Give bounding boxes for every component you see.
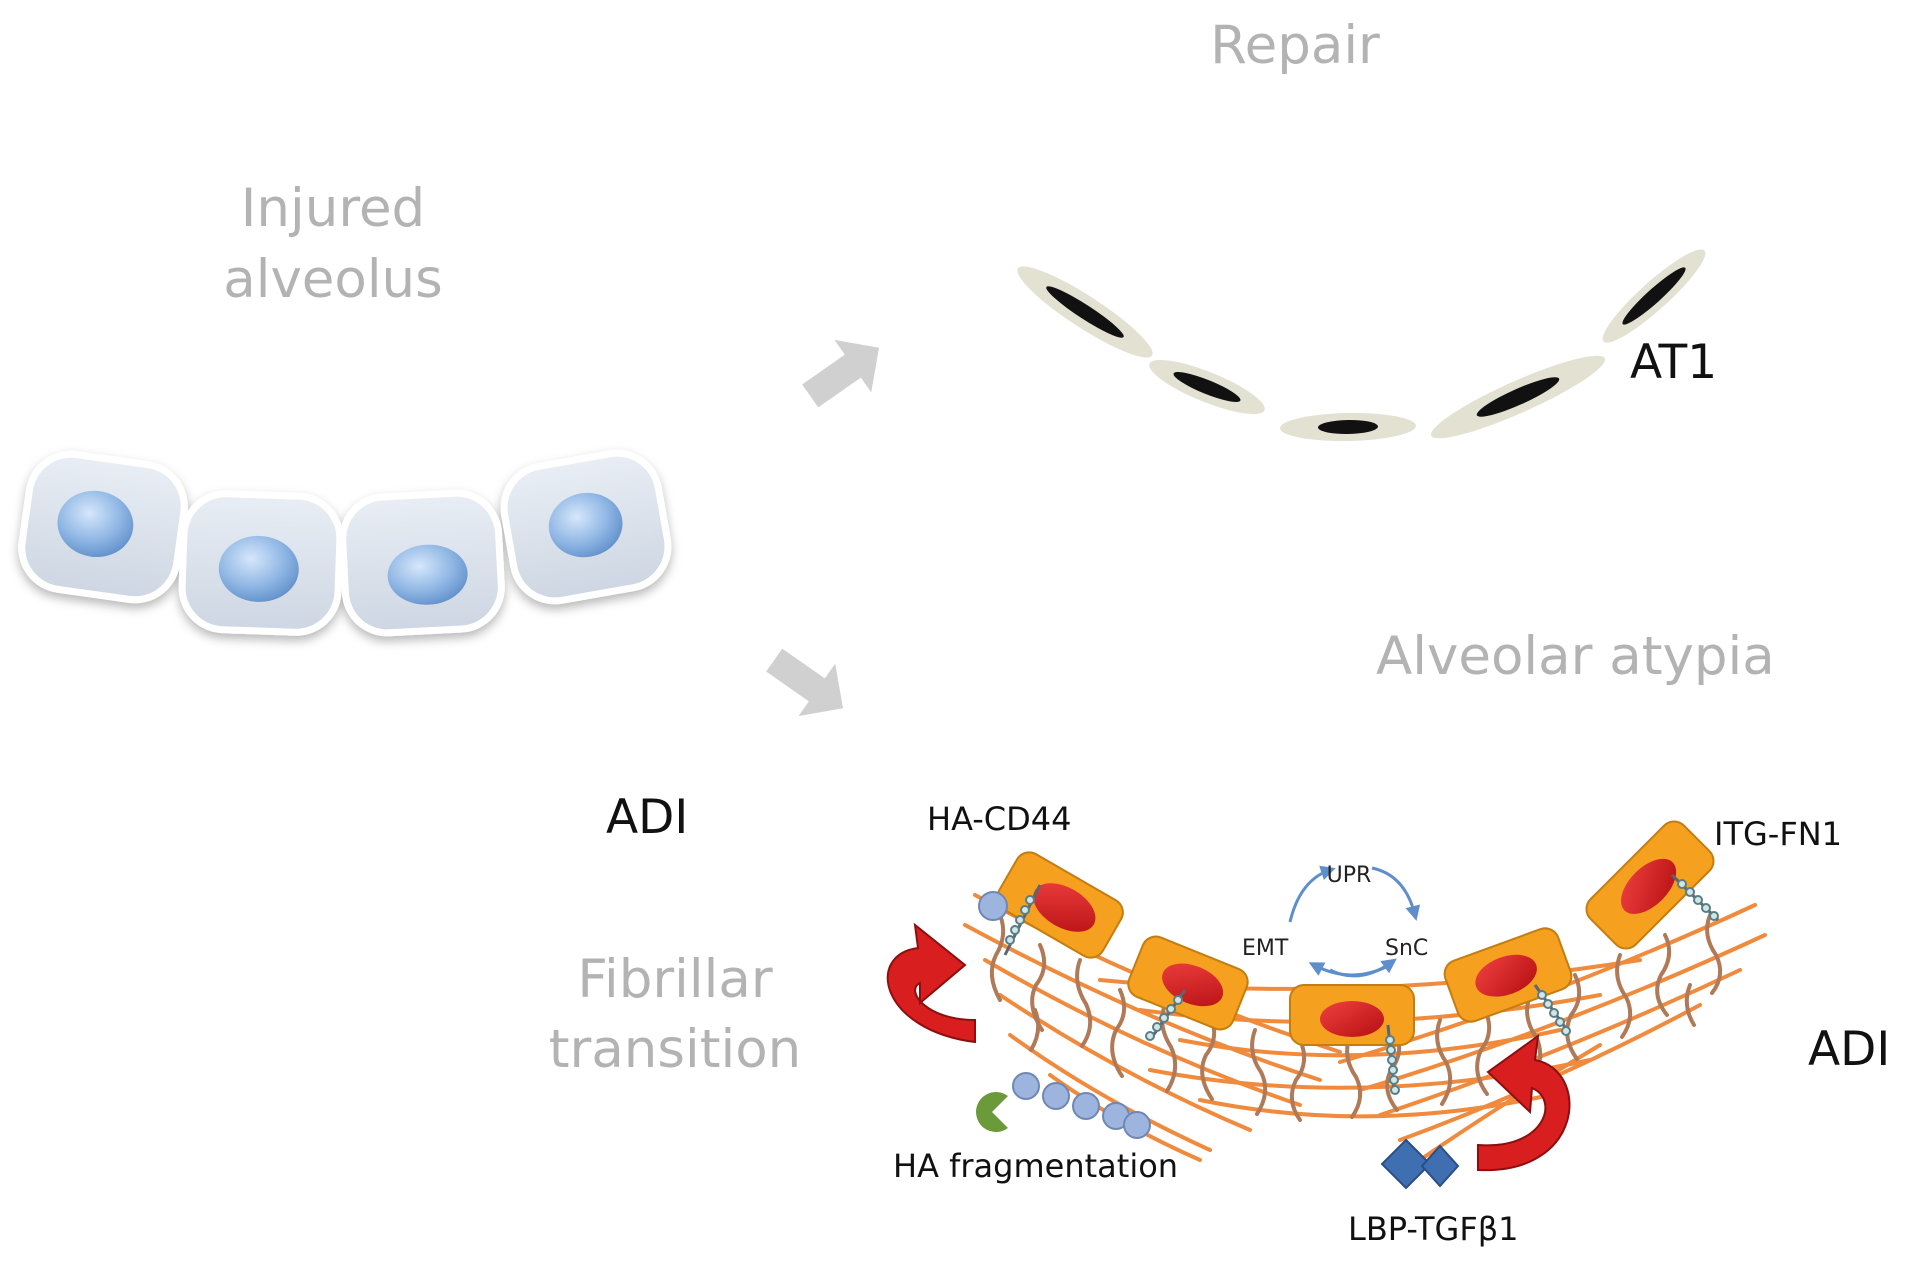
red-feedback-arrow-right-icon [1477,1033,1571,1172]
injured-alveolus-label-line2: alveolus [223,249,443,310]
at1-cell-group [1017,249,1706,442]
fibrillar-transition-label-line1: Fibrillar [577,949,773,1010]
at1-cell [1017,266,1153,358]
at1-cell [1430,355,1606,439]
at2-cell [339,489,505,637]
at1-label: AT1 [1630,335,1718,390]
at2-cell [18,450,188,604]
ha-fragment-beads [1012,1072,1151,1139]
lbp-tgfb1-label: LBP-TGFβ1 [1348,1210,1519,1248]
adi-cell [1127,935,1249,1031]
at2-cell [178,490,344,636]
bead-chain [1537,990,1571,1036]
upr-label: UPR [1326,863,1372,888]
emt-label: EMT [1242,936,1289,961]
bead-chain [1677,879,1719,921]
alveolar-atypia-label: Alveolar atypia [1376,626,1775,687]
ha-cd44-label: HA-CD44 [927,800,1072,838]
receptor-chains [1003,873,1720,1095]
arrow-to-repair-icon [802,339,880,408]
red-feedback-arrow-left-icon [886,922,976,1044]
adi-cell [1585,820,1715,950]
adi-cell [1443,927,1573,1023]
at1-cell [1602,249,1706,343]
bead-chain [1145,995,1183,1041]
at1-cell [1280,412,1416,442]
bead-chain [1385,1035,1400,1095]
ha-bead-bound-icon [978,891,1008,921]
cycle-arrows [1288,865,1421,978]
adi-label-right: ADI [1808,1022,1891,1077]
itg-fn1-label: ITG-FN1 [1714,815,1843,853]
adi-cell [1289,984,1415,1046]
bead-chain [1005,895,1035,945]
adi-label-left: ADI [606,790,689,845]
at2-cell-group [18,449,672,637]
snc-label: SnC [1385,936,1429,961]
repair-label: Repair [1210,15,1380,76]
tgfb1-diamonds-icon [1380,1138,1460,1190]
adi-cell-group [996,820,1715,1046]
arrow-to-atypia-icon [766,648,844,717]
ha-fragmentation-label: HA fragmentation [893,1147,1179,1185]
at1-cell [1149,359,1265,415]
adi-cell [996,851,1124,959]
injured-alveolus-label-line1: Injured [240,178,426,239]
at2-cell [500,449,672,605]
fibrillar-transition-label-line2: transition [548,1019,802,1080]
cd44-receptor-icon [976,1092,1008,1132]
